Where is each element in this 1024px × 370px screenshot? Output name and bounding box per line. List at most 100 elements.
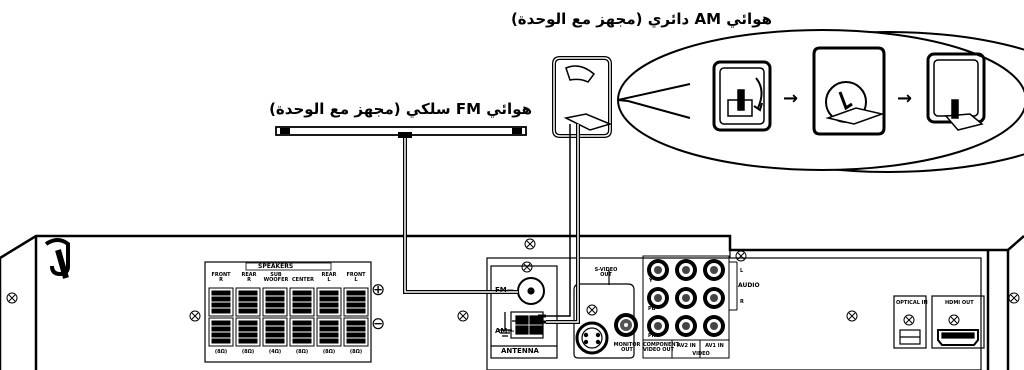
arrow-right-icon: → [783,88,799,109]
center-label: CENTER [292,277,314,283]
rca-jack-pin [710,266,718,274]
speaker-terminal-slot [211,320,231,326]
fm-terminal-label: FM— [495,286,514,294]
speaker-terminal-slot [265,320,285,326]
speaker-terminal-slot [211,290,231,296]
speaker-terminal-slot [346,332,366,338]
fm-wire-antenna-caption: هوائي FM سلكي (مجهز مع الوحدة) [269,100,532,118]
speaker-terminal-slot [346,338,366,344]
am-loop-antenna [538,56,613,324]
step-1-drawing [712,60,772,132]
speaker-terminal-slot [319,302,339,308]
speaker-terminal-slot [319,308,339,314]
speaker-terminal-slot [346,302,366,308]
speaker-terminal-slot [238,302,258,308]
audio-l-label: L [740,268,744,274]
speaker-terminal-slot [292,320,312,326]
am-loop-antenna-caption: هوائي AM دائري (مجهز مع الوحدة) [510,10,772,28]
step-2-drawing [812,46,886,136]
plus-icon: ⊕ [371,280,386,300]
speaker-terminal-slot [346,290,366,296]
speaker-terminal-slot [211,326,231,332]
antenna-section [490,265,558,359]
rca-jack-pin [682,294,690,302]
impedance-label: (8Ω) [349,349,363,355]
rca-jack-pin [654,322,662,330]
am-terminal-label: AM— [495,327,515,335]
monitor-out-jack [614,313,638,337]
speaker-terminal-slot [292,308,312,314]
speaker-terminal-slot [238,320,258,326]
speaker-terminal-slot [211,302,231,308]
speaker-terminal-slot [346,326,366,332]
rca-jack-pin [654,294,662,302]
speaker-terminal-slot [319,326,339,332]
speakers-heading: SPEAKERS [258,263,294,270]
speaker-terminal-slot [346,320,366,326]
speaker-terminal-slot [265,326,285,332]
arrow-right-icon: → [897,88,913,109]
av1-in-label: AV1 IN [705,343,724,349]
component-pb-label: PB [648,306,656,312]
component-y-label: Y [649,278,653,284]
speaker-terminal-slot [265,338,285,344]
speaker-terminal-slot [319,332,339,338]
video-label: VIDEO [692,351,710,357]
rca-jack-pin [710,294,718,302]
component-pr-label: PR [648,333,656,339]
rear-r-label: REAR R [241,272,257,283]
speaker-terminal-slot [319,296,339,302]
impedance-label: (8Ω) [322,349,336,355]
speaker-terminal-slot [238,326,258,332]
speaker-terminal-slot [211,338,231,344]
ground-icon [498,312,518,337]
component-video-out-label: COMPONENT VIDEO OUT [643,342,680,353]
speaker-terminal-slot [292,338,312,344]
speaker-terminal-slot [319,320,339,326]
impedance-label: (8Ω) [214,349,228,355]
speaker-terminal-slot [211,296,231,302]
optical-in-label: OPTICAL IN [896,300,928,306]
speaker-terminal-slot [292,332,312,338]
rca-jack-pin [682,322,690,330]
hdmi-out-label: HDMI OUT [945,300,974,306]
speaker-terminal-slot [238,296,258,302]
s-video-out-label: S-VIDEO OUT [594,267,618,278]
speaker-terminal-block [204,261,372,363]
rca-jack-pin [682,266,690,274]
monitor-out-label: MONITOR OUT [613,342,641,353]
audio-r-label: R [740,299,744,305]
speaker-terminal-slot [319,290,339,296]
speaker-terminal-slot [238,332,258,338]
speaker-terminal-slot [292,302,312,308]
step-3-drawing [926,52,986,131]
speaker-terminal-slot [265,296,285,302]
fm-wire-antenna [275,126,527,294]
audio-label: AUDIO [738,282,760,289]
speaker-terminal-slot [265,332,285,338]
speaker-terminal-slot [346,308,366,314]
speaker-terminal-slot [211,308,231,314]
speaker-terminal-slot [211,332,231,338]
rear-l-label: REAR L [321,272,337,283]
speaker-terminal-slot [346,296,366,302]
speaker-terminal-slot [238,290,258,296]
speaker-terminal-slot [265,302,285,308]
cable-hook [44,238,70,279]
rca-jack-pin [710,322,718,330]
front-l-label: FRONT L [346,272,366,283]
rca-jack-grid [647,259,725,337]
assembly-callout-balloon [617,29,1024,173]
front-r-label: FRONT R [211,272,231,283]
digital-io-section [893,295,985,349]
rca-jack-pin [654,266,662,274]
speaker-terminal-slot [292,326,312,332]
impedance-label: (8Ω) [295,349,309,355]
impedance-label: (4Ω) [268,349,282,355]
impedance-label: (8Ω) [241,349,255,355]
av2-in-label: AV2 IN [677,343,696,349]
speaker-terminal-slot [292,296,312,302]
subwoofer-label: SUB WOOFER [263,272,289,283]
speaker-terminal-slot [238,338,258,344]
